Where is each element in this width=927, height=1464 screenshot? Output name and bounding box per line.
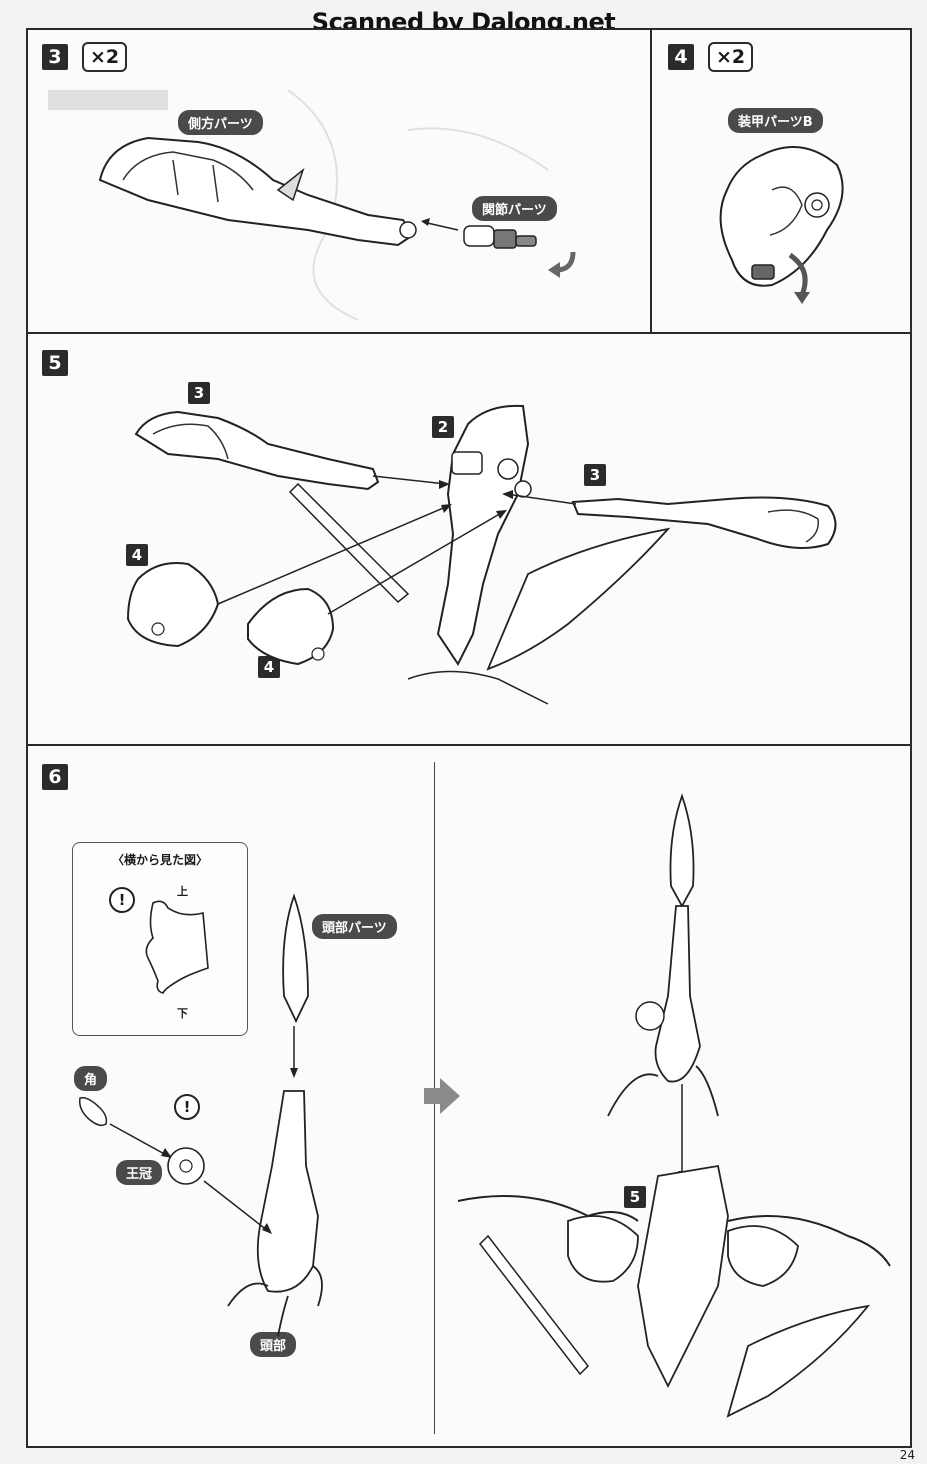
quantity-badge: ×2	[708, 42, 754, 72]
callout-step-5: 5	[624, 1186, 646, 1208]
caution-icon: !	[109, 887, 135, 913]
callout-step-2: 2	[432, 416, 454, 438]
armor-parts-b-drawing	[719, 146, 844, 304]
step-number: 3	[42, 44, 68, 70]
label-head: 頭部	[250, 1332, 297, 1357]
callout-step-4-left: 4	[126, 544, 148, 566]
label-horn: 角	[74, 1066, 108, 1091]
label-head-parts: 頭部パーツ	[312, 914, 397, 939]
joint-parts-drawing	[421, 218, 576, 278]
step-3-panel: 3 ×2 側方パーツ 関節パーツ	[26, 28, 652, 334]
crown-side-view-drawing	[145, 900, 209, 994]
head-assembly-drawing	[78, 793, 891, 1418]
label-joint-parts: 関節パーツ	[472, 196, 557, 221]
step-4-panel: 4 ×2 装甲パーツB	[650, 28, 912, 334]
step-6-panel: 6 〈横から見た図〉 上 下 ! 頭部パーツ 角 王冠 頭部 ! 5	[26, 744, 912, 1448]
background-ghost-drawing	[48, 89, 549, 321]
label-side-parts: 側方パーツ	[178, 110, 263, 135]
callout-step-3-right: 3	[584, 464, 606, 486]
side-view-inset: 〈横から見た図〉 上 下 !	[72, 842, 248, 1036]
caution-icon: !	[174, 1094, 200, 1120]
callout-step-4-bottom: 4	[258, 656, 280, 678]
step-number: 6	[42, 764, 68, 790]
step-number: 4	[668, 44, 694, 70]
step-5-panel: 5 3 2 3 4 4	[26, 332, 912, 746]
label-crown: 王冠	[116, 1160, 163, 1185]
page-number: 24	[899, 1448, 915, 1462]
side-parts-drawing	[98, 136, 417, 247]
label-armor-parts-b: 装甲パーツB	[728, 108, 823, 133]
step-number: 5	[42, 350, 68, 376]
label-top: 上	[177, 885, 188, 898]
label-bottom: 下	[177, 1007, 188, 1020]
callout-step-3-left: 3	[188, 382, 210, 404]
body-assembly-drawing	[126, 404, 837, 705]
side-view-title: 〈横から見た図〉	[111, 853, 208, 867]
quantity-badge: ×2	[82, 42, 128, 72]
